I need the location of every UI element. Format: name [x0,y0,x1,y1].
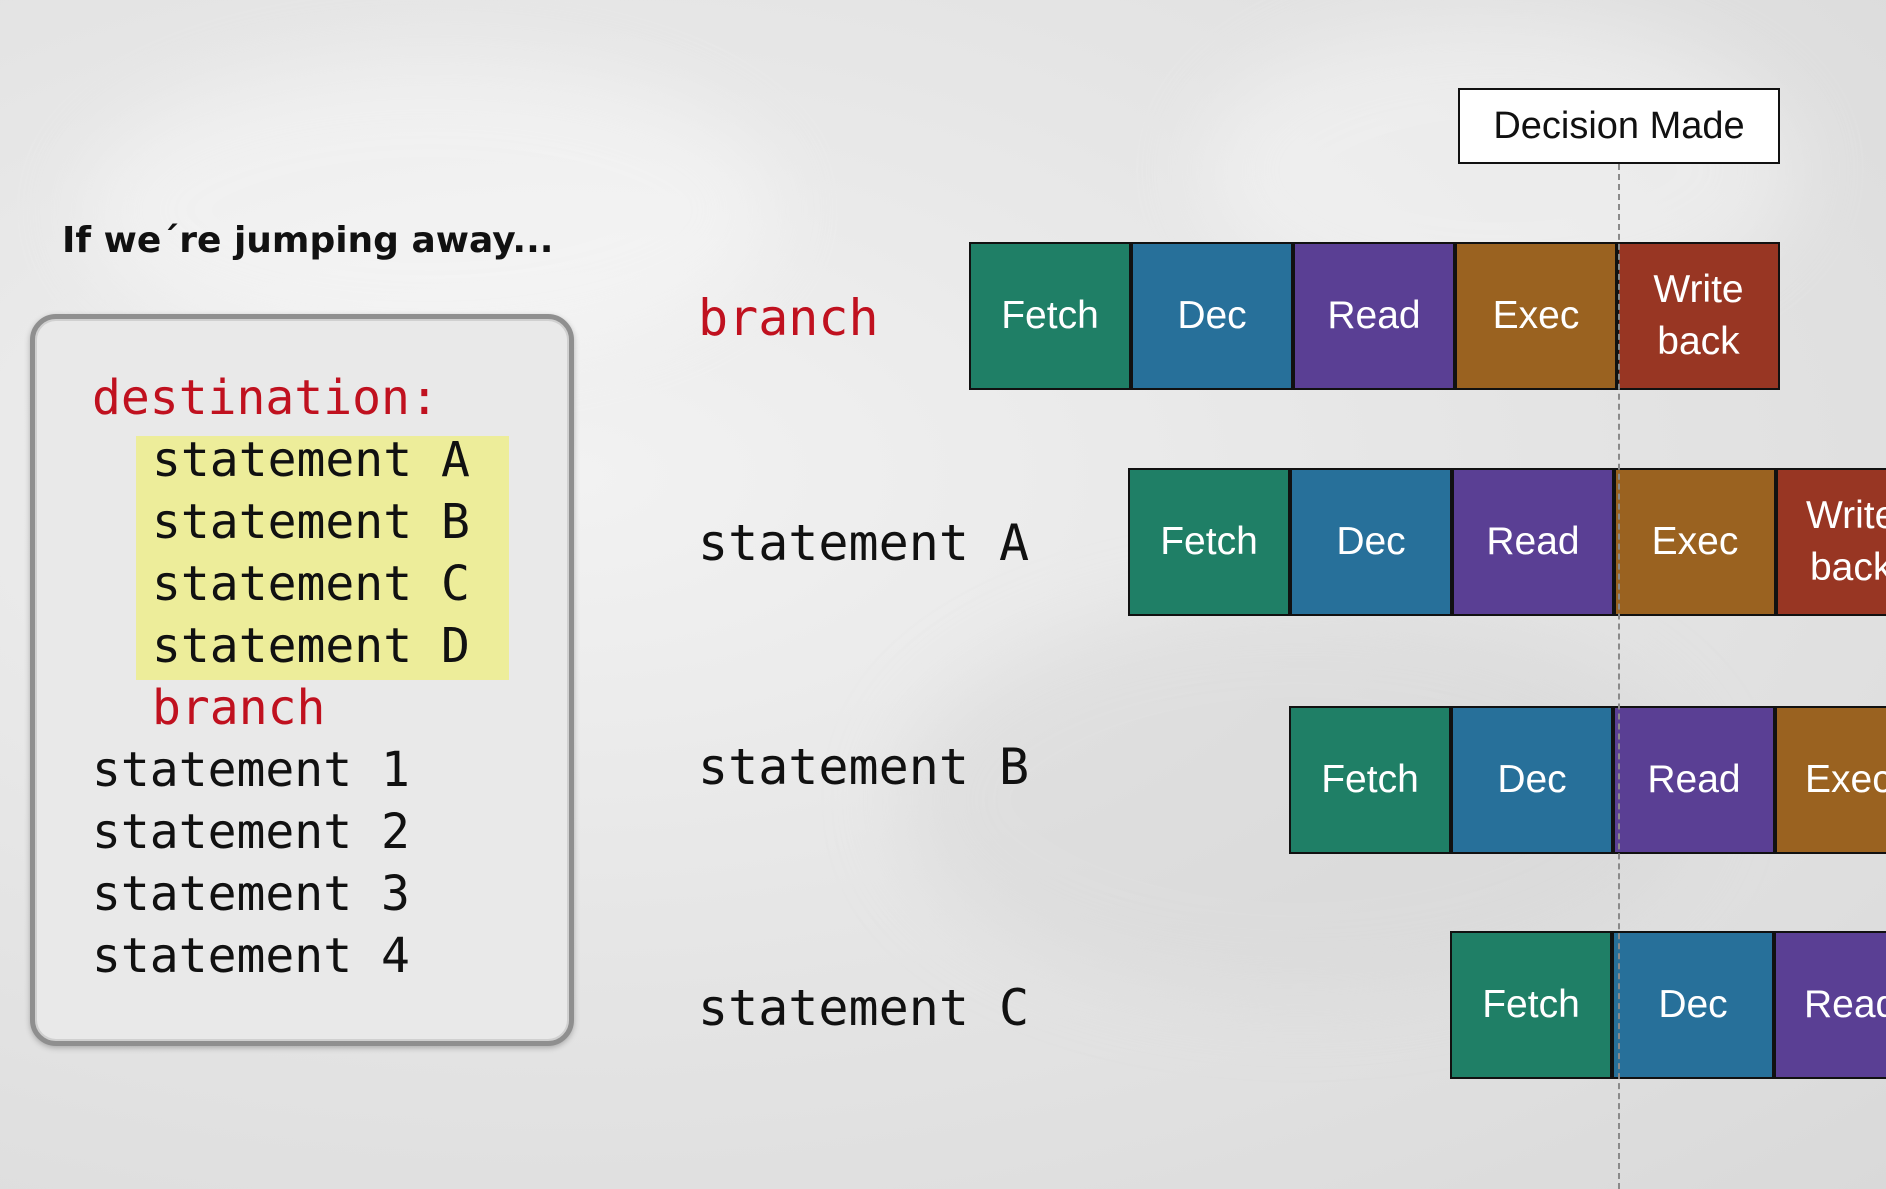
stage-fetch: Fetch [1450,931,1612,1079]
slide-heading: If we´re jumping away... [62,220,554,261]
code-statement-a: statement A [152,432,470,488]
stage-fetch: Fetch [1128,468,1290,616]
stage-write-back: Write back [1776,468,1886,616]
destination-label: destination: [92,370,439,426]
code-statement-3: statement 3 [92,866,410,922]
stage-dec: Dec [1451,706,1613,854]
code-statement-b: statement B [152,494,470,550]
row-label-statement-b: statement B [698,738,1030,796]
stage-read: Read [1293,242,1455,390]
stage-exec: Exec [1455,242,1617,390]
decision-made-label: Decision Made [1458,88,1780,164]
stage-read: Read [1613,706,1775,854]
code-statement-1: statement 1 [92,742,410,798]
code-statement-4: statement 4 [92,928,410,984]
stage-dec: Dec [1290,468,1452,616]
stage-dec: Dec [1131,242,1293,390]
stage-read: Read [1452,468,1614,616]
stage-dec: Dec [1612,931,1774,1079]
stage-read: Read [1774,931,1886,1079]
code-statement-c: statement C [152,556,470,612]
decision-dashed-line [1618,164,1620,1189]
stage-exec: Exec [1614,468,1776,616]
stage-fetch: Fetch [1289,706,1451,854]
stage-exec: Exec [1775,706,1886,854]
code-branch: branch [152,680,326,736]
code-statement-2: statement 2 [92,804,410,860]
stage-fetch: Fetch [969,242,1131,390]
stage-write-back: Write back [1617,242,1780,390]
row-label-statement-a: statement A [698,514,1030,572]
row-label-statement-c: statement C [698,979,1030,1037]
code-statement-d: statement D [152,618,470,674]
row-label-branch: branch [698,289,879,347]
highlighted-statements-region [136,436,509,680]
